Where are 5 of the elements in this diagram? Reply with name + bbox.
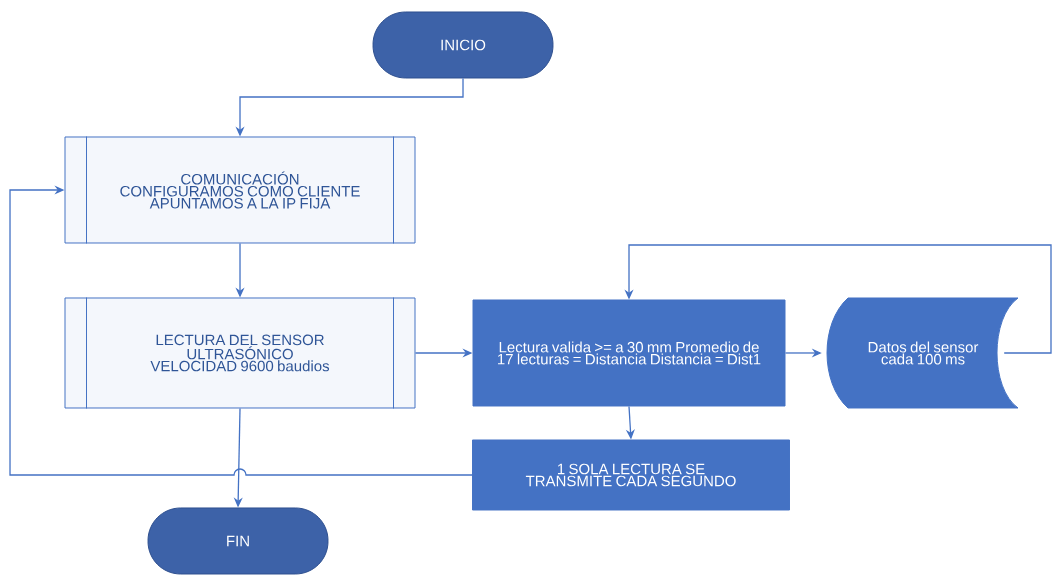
process-box: 1 SOLA LECTURA SE TRANSMITE CADA SEGUNDO — [472, 439, 790, 511]
process-box: Lectura valida >= a 30 mm Promedio de 17 lecturas = Distancia Distancia = Dist1 — [472, 299, 786, 407]
arrow — [9, 185, 473, 476]
predefined-process-box: COMUNICACIÓN CONFIGURAMOS COMO CLIENTE APUNTAMOS A LA IP FIJA — [64, 136, 416, 244]
predefined-process-box: LECTURA DEL SENSOR ULTRASÓNICO VELOCIDAD 9600 baudios — [64, 297, 416, 409]
